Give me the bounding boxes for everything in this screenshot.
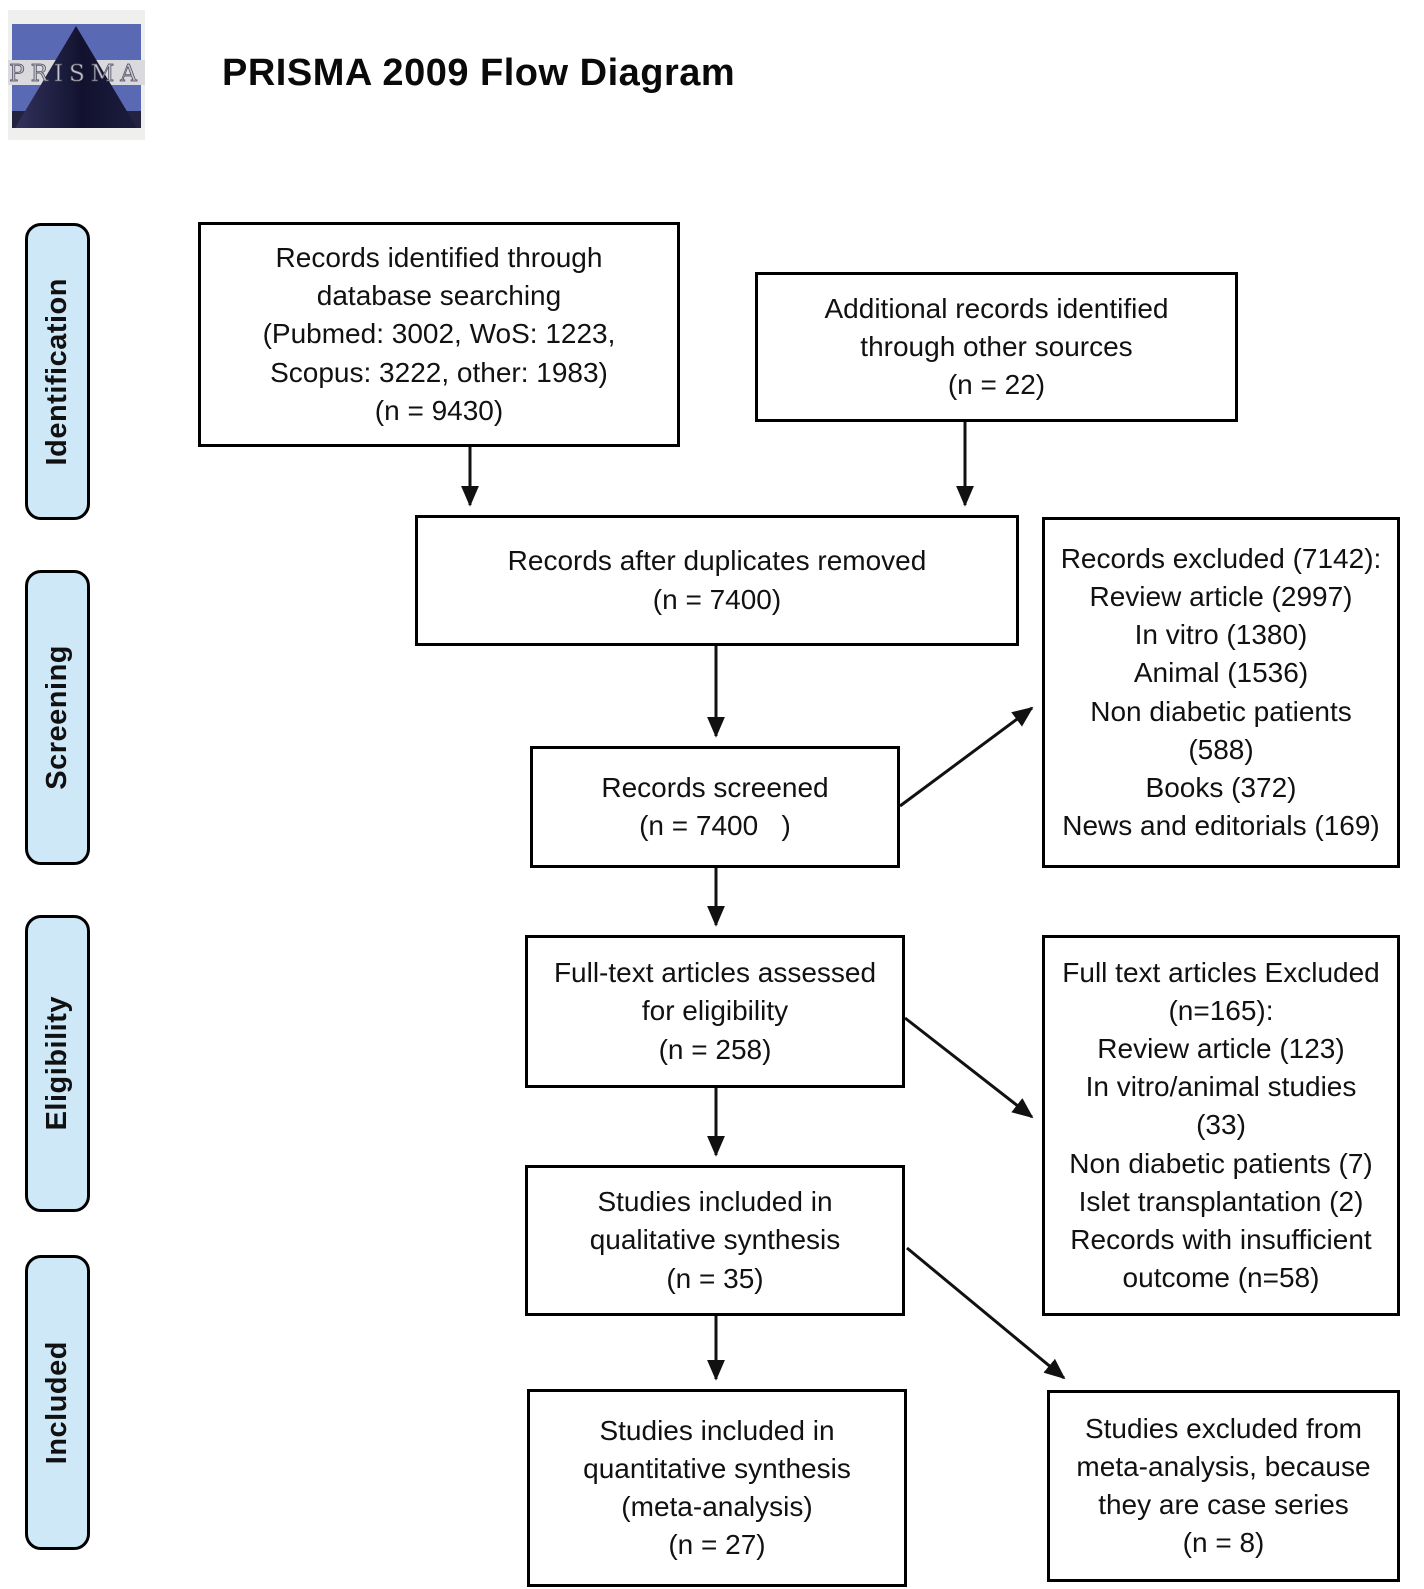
logo-wordmark: PRISMA — [9, 61, 143, 87]
box-records-excluded-text: Records excluded (7142): Review article … — [1060, 543, 1382, 841]
box-records-screened-text: Records screened (n = 7400 ) — [601, 771, 829, 841]
box-quantitative-synthesis-text: Studies included in quantitative synthes… — [583, 1414, 851, 1561]
stage-identification: Identification — [25, 223, 90, 520]
stage-eligibility-label: Eligibility — [41, 996, 73, 1131]
box-meta-excluded-text: Studies excluded from meta-analysis, bec… — [1076, 1412, 1371, 1559]
box-duplicates-removed: Records after duplicates removed (n = 74… — [415, 515, 1019, 646]
stage-screening-label: Screening — [41, 645, 73, 790]
arrow-qualitative-to-meta-excluded — [906, 1246, 1066, 1380]
arrow-screened-to-excluded — [899, 706, 1034, 808]
box-quantitative-synthesis: Studies included in quantitative synthes… — [527, 1389, 907, 1587]
stage-identification-label: Identification — [41, 277, 73, 466]
stage-eligibility: Eligibility — [25, 915, 90, 1212]
box-fulltext-excluded: Full text articles Excluded (n=165): Rev… — [1042, 935, 1400, 1316]
box-records-identified-text: Records identified through database sear… — [262, 242, 616, 426]
box-fulltext-assessed-text: Full-text articles assessed for eligibil… — [553, 957, 877, 1065]
prisma-logo: PRISMA — [8, 10, 145, 140]
arrow-fulltext-to-fulltext-excluded — [904, 1016, 1034, 1119]
box-qualitative-synthesis-text: Studies included in qualitative synthesi… — [589, 1186, 841, 1294]
box-fulltext-excluded-text: Full text articles Excluded (n=165): Rev… — [1062, 957, 1380, 1293]
page-title: PRISMA 2009 Flow Diagram — [222, 52, 736, 94]
box-duplicates-removed-text: Records after duplicates removed (n = 74… — [507, 545, 927, 615]
stage-screening: Screening — [25, 570, 90, 865]
box-records-identified: Records identified through database sear… — [198, 222, 680, 447]
box-additional-records: Additional records identified through ot… — [755, 272, 1238, 422]
stage-included: Included — [25, 1255, 90, 1550]
box-qualitative-synthesis: Studies included in qualitative synthesi… — [525, 1165, 905, 1316]
box-records-excluded: Records excluded (7142): Review article … — [1042, 517, 1400, 868]
box-additional-records-text: Additional records identified through ot… — [824, 292, 1169, 401]
stage-included-label: Included — [41, 1340, 73, 1465]
box-meta-excluded: Studies excluded from meta-analysis, bec… — [1047, 1390, 1400, 1582]
box-fulltext-assessed: Full-text articles assessed for eligibil… — [525, 935, 905, 1088]
box-records-screened: Records screened (n = 7400 ) — [530, 746, 900, 868]
logo-pyramid-icon — [15, 26, 137, 128]
